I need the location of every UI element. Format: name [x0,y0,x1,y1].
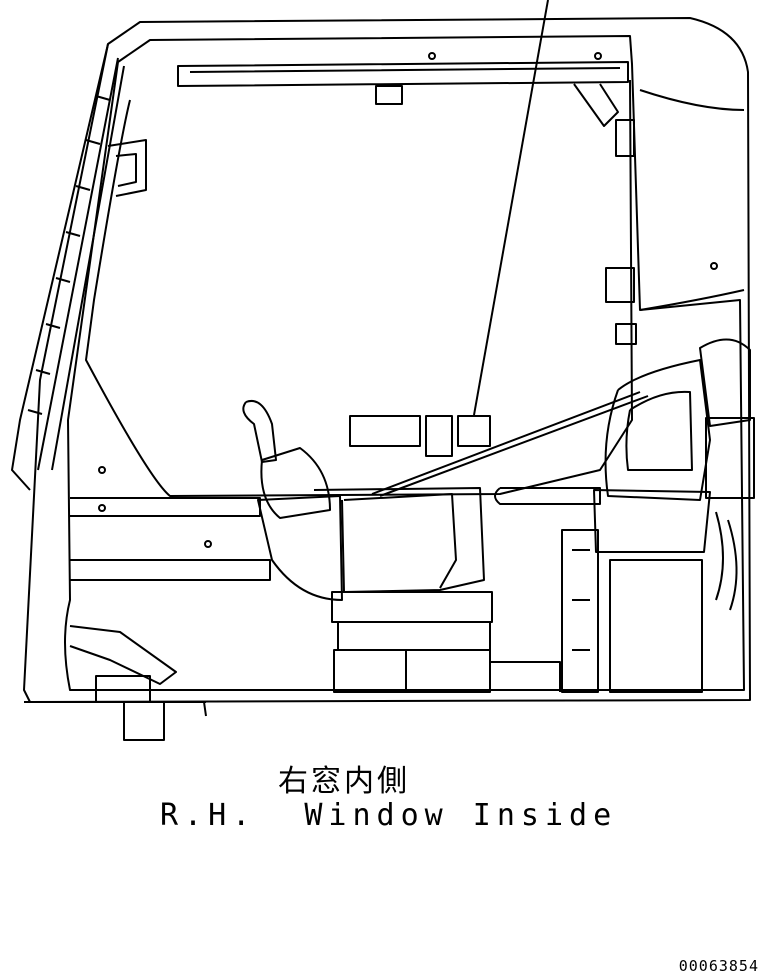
lower-bracket [124,702,164,740]
label-slot-1 [350,416,420,446]
console-main [314,488,484,592]
seatbelt-strap [372,392,640,494]
bolt [99,505,105,511]
armrest [706,418,754,498]
pedestal-divider [406,650,560,692]
side-panel-upper [616,120,634,156]
seat-pedestal [334,650,490,692]
joystick-boot [261,448,330,518]
bolt [99,467,105,473]
window-glass-outline [86,80,632,496]
caption-japanese: 右窓内側 [278,764,410,799]
bolt [711,263,717,269]
label-slot-3 [458,416,490,446]
seatbelt-strap-2 [380,396,648,496]
console-top [344,494,456,588]
foot-pedal [70,626,176,684]
corner-bracket [574,84,618,126]
console-rail-lower [70,560,270,580]
headrest [700,339,750,426]
seat-cushion [594,490,710,552]
floor-line-2 [204,702,206,716]
pillar-ribs [28,96,110,414]
caption-english: R.H. Window Inside [160,798,618,833]
cab-inner-frame [65,36,744,690]
seat-base [332,592,492,622]
seat-mechanism [562,530,598,692]
roof-bracket [376,86,402,104]
bolt [595,53,601,59]
part-number: 00063854 [678,957,759,975]
seat-slide [338,622,490,650]
joystick-lever [243,401,276,462]
cab-interior-drawing [0,0,765,760]
rear-wall-contour [640,90,744,310]
bolt [429,53,435,59]
cab-outer-frame [24,18,750,702]
side-panel-mid [606,268,634,302]
side-panel-lower [616,324,636,344]
seat-frame [610,560,702,692]
console-box [258,496,342,600]
roof-rail [178,62,628,86]
rear-rail [495,488,600,504]
bolt [205,541,211,547]
seat-back [606,360,710,500]
grab-handle [108,140,146,196]
label-slot-2 [426,416,452,456]
hose [716,512,737,610]
front-pillar [12,44,124,490]
seat-back-inner [626,392,692,470]
